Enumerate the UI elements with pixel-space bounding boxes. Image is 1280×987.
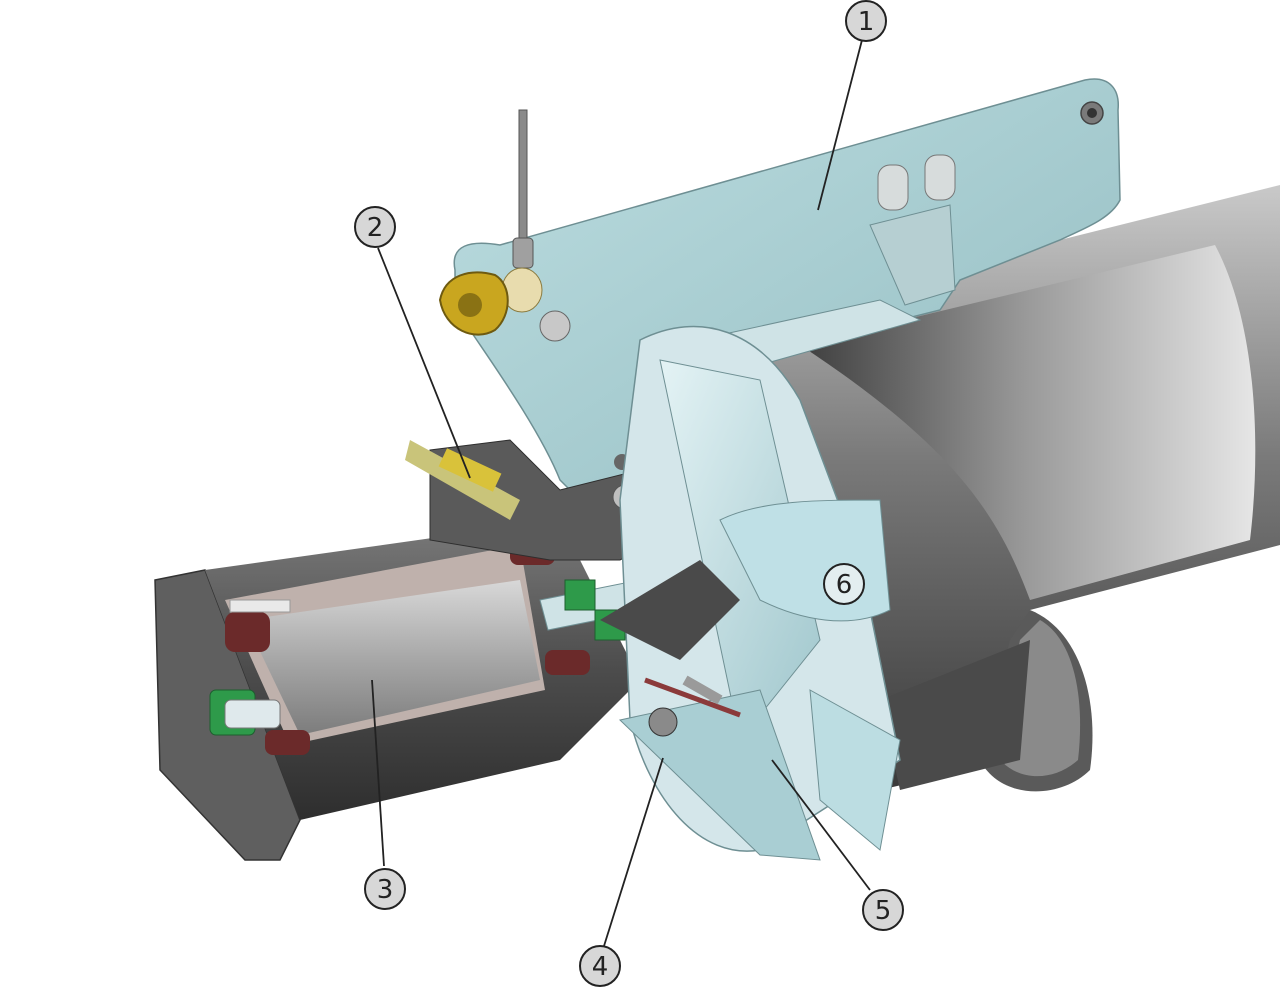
leader-line-5 (771, 759, 871, 891)
leader-line-2 (377, 247, 471, 479)
svg-text:3: 3 (377, 875, 394, 905)
leader-line-3 (371, 679, 385, 867)
callout-2: 2 (354, 206, 396, 248)
motor-housing (154, 520, 640, 861)
callout-3: 3 (364, 868, 406, 910)
ignition-electrode (501, 109, 571, 342)
yellow-connector (438, 271, 509, 336)
svg-text:6: 6 (836, 570, 853, 600)
svg-text:2: 2 (367, 213, 384, 243)
leader-line-4 (603, 757, 664, 947)
svg-text:5: 5 (875, 896, 892, 926)
mounting-plate (453, 78, 1121, 522)
leader-line-1 (817, 39, 863, 211)
blower-fan (600, 325, 901, 861)
svg-text:1: 1 (858, 7, 875, 37)
callout-6: 6 (823, 563, 865, 605)
callout-5: 5 (862, 889, 904, 931)
callout-1: 1 (845, 0, 887, 42)
callout-4: 4 (579, 945, 621, 987)
leader-lines (371, 39, 871, 947)
svg-text:4: 4 (592, 952, 609, 982)
